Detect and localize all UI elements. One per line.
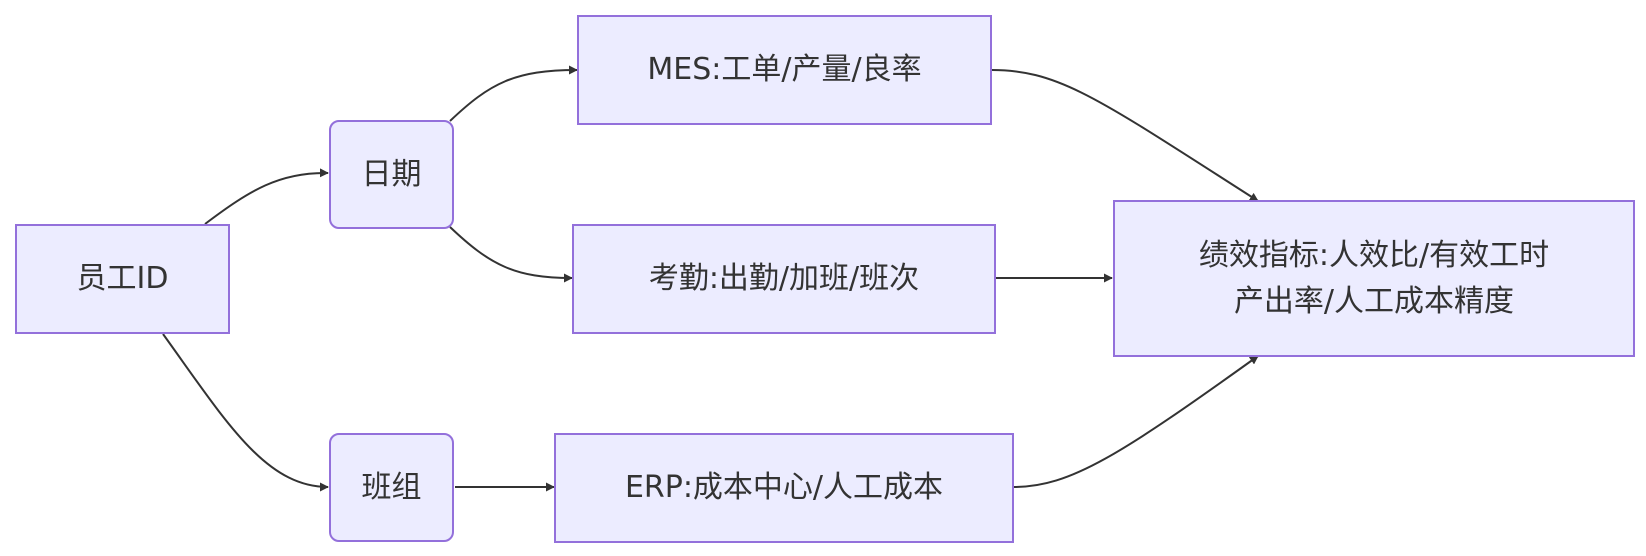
node-mes-label: MES:工单/产量/良率	[647, 52, 922, 87]
node-team-label: 班组	[361, 469, 422, 505]
node-date-label: 日期	[361, 156, 422, 192]
edge-erp-to-metrics	[1013, 355, 1259, 488]
node-erp[interactable]: ERP:成本中心/人工成本	[554, 433, 1014, 543]
node-performance-metrics[interactable]: 绩效指标:人效比/有效工时 产出率/人工成本精度	[1113, 200, 1635, 357]
edge-date-to-mes	[449, 65, 578, 122]
node-metrics-label-line1: 绩效指标:人效比/有效工时	[1198, 237, 1550, 273]
node-mes[interactable]: MES:工单/产量/良率	[577, 15, 992, 125]
node-employee-id[interactable]: 员工ID	[15, 224, 230, 334]
node-metrics-label-line2: 产出率/人工成本精度	[1233, 283, 1515, 319]
node-attendance-label: 考勤:出勤/加班/班次	[648, 261, 920, 296]
edge-mes-to-metrics	[991, 69, 1259, 202]
edge-employee-to-team	[162, 333, 329, 492]
node-erp-label: ERP:成本中心/人工成本	[624, 470, 944, 505]
node-attendance[interactable]: 考勤:出勤/加班/班次	[572, 224, 996, 334]
node-employee-id-label: 员工ID	[76, 261, 169, 296]
edge-date-to-attendance	[449, 226, 573, 283]
node-date[interactable]: 日期	[329, 120, 454, 229]
edge-employee-to-date	[204, 168, 329, 225]
node-team[interactable]: 班组	[329, 433, 454, 542]
